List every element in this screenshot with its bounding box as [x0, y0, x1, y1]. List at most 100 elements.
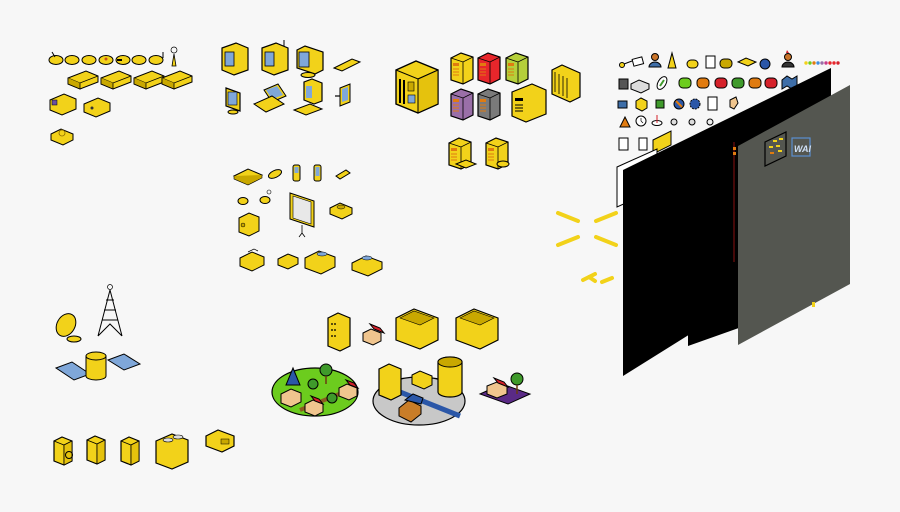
cash-icon — [655, 99, 665, 109]
projection-screen-icon — [289, 192, 315, 238]
appliances-group — [53, 429, 235, 470]
house-small-icon — [362, 322, 386, 346]
patch-panel-icon — [161, 70, 193, 90]
keyboard-icon — [332, 58, 362, 72]
bank-building-icon — [395, 308, 439, 350]
inkjet-printer-icon — [277, 253, 299, 270]
flowchart-icon — [764, 131, 787, 167]
connector-arrow-4 — [594, 235, 618, 247]
satellite-dish-icon — [55, 313, 82, 343]
peripherals-group — [232, 164, 383, 277]
factory-building-icon — [455, 308, 499, 350]
server-large-icon — [511, 83, 547, 123]
panel-gray — [738, 85, 850, 345]
laser-printer-icon — [239, 248, 265, 272]
skull-icon-2 — [688, 118, 696, 126]
wai-label: WAI — [794, 144, 811, 154]
office-tower-icon — [327, 312, 351, 352]
connector-arrow-1 — [556, 211, 580, 223]
switch-8-port-icon — [67, 70, 99, 90]
printer-icon — [630, 79, 650, 94]
hub-icon — [64, 55, 80, 65]
kitchen-unit-icon — [155, 433, 189, 470]
panels-group: WAI — [616, 68, 850, 376]
wireless-node-icon — [48, 51, 64, 65]
router-icon — [98, 55, 114, 65]
webcam-icon — [237, 197, 249, 205]
server-red-icon — [477, 52, 501, 85]
stove-icon — [120, 436, 140, 466]
hacker-icon — [781, 50, 795, 68]
antenna-icon — [170, 46, 178, 67]
computers-group — [221, 40, 362, 116]
switch-8-port-b-icon — [100, 70, 132, 90]
connector-arrow-3 — [556, 235, 580, 247]
bridge-icon — [115, 55, 131, 65]
buildings-group — [271, 308, 532, 426]
smartphone-icon — [313, 164, 322, 182]
connector-t-1 — [581, 272, 597, 283]
key-icon — [619, 60, 633, 68]
blank-page-icon — [707, 96, 718, 111]
db-green-icon — [731, 77, 745, 89]
disk-red-icon — [714, 77, 728, 89]
city-icon — [372, 356, 466, 426]
globe-icon — [759, 58, 771, 70]
cone-icon — [667, 51, 677, 69]
user-icon — [648, 53, 662, 68]
db-orange-icon — [748, 77, 762, 89]
mainframe-icon — [395, 60, 439, 114]
warning-icon — [619, 115, 631, 128]
switch-4-port-icon — [133, 70, 165, 90]
clock-icon — [635, 115, 647, 127]
server-lime-icon — [505, 52, 529, 85]
scanner-icon — [232, 168, 264, 186]
desktop-lcd-icon — [292, 78, 324, 116]
gear-icon — [689, 98, 701, 110]
desktop-crt-icon — [221, 42, 249, 76]
photo-icon — [617, 100, 628, 109]
tablet-icon — [335, 83, 351, 107]
skull-icon — [670, 118, 678, 126]
cd-icon — [656, 76, 668, 90]
money-stack-icon — [736, 57, 758, 67]
refrigerator-icon — [86, 435, 106, 465]
mobile-phone-icon — [292, 164, 301, 182]
connector-arrow-2 — [594, 211, 618, 223]
usb-drive-icon — [267, 169, 283, 179]
camcorder-icon — [238, 212, 260, 237]
disk-yellow-icon — [686, 59, 699, 69]
lcd-monitor-icon — [225, 87, 241, 115]
village-icon — [271, 363, 360, 417]
telecom-group — [54, 284, 142, 381]
adsl-modem-icon — [83, 97, 111, 118]
skull-icon-3 — [706, 118, 714, 126]
document-icon — [705, 55, 716, 69]
server-yellow-icon — [450, 52, 474, 85]
disk-drive-icon — [618, 78, 629, 90]
sync-icon — [673, 98, 685, 110]
disk-green-icon — [678, 77, 692, 89]
server-purple-icon — [450, 88, 474, 121]
satellite-icon — [54, 351, 142, 381]
connectors-group — [556, 211, 618, 284]
firewall-icon — [49, 93, 77, 116]
workstation-icon — [261, 40, 289, 76]
disk-orange-icon — [696, 77, 710, 89]
switch-icon — [81, 55, 97, 65]
radio-tower-icon — [97, 284, 123, 337]
rack-server-icon — [551, 64, 581, 103]
wireless-router-icon — [148, 52, 164, 65]
washing-machine-icon — [53, 436, 73, 466]
server-gray-icon — [477, 88, 501, 121]
telephone-icon — [351, 255, 383, 277]
form-icon — [618, 137, 629, 151]
home-with-garden-icon — [478, 372, 532, 405]
database-server-icon — [448, 137, 478, 170]
laptop-icon — [252, 83, 287, 113]
checklist-icon — [638, 137, 648, 151]
fax-machine-icon — [304, 250, 336, 275]
mail-icon — [631, 56, 645, 67]
wai-logo-icon: WAI — [791, 137, 811, 157]
